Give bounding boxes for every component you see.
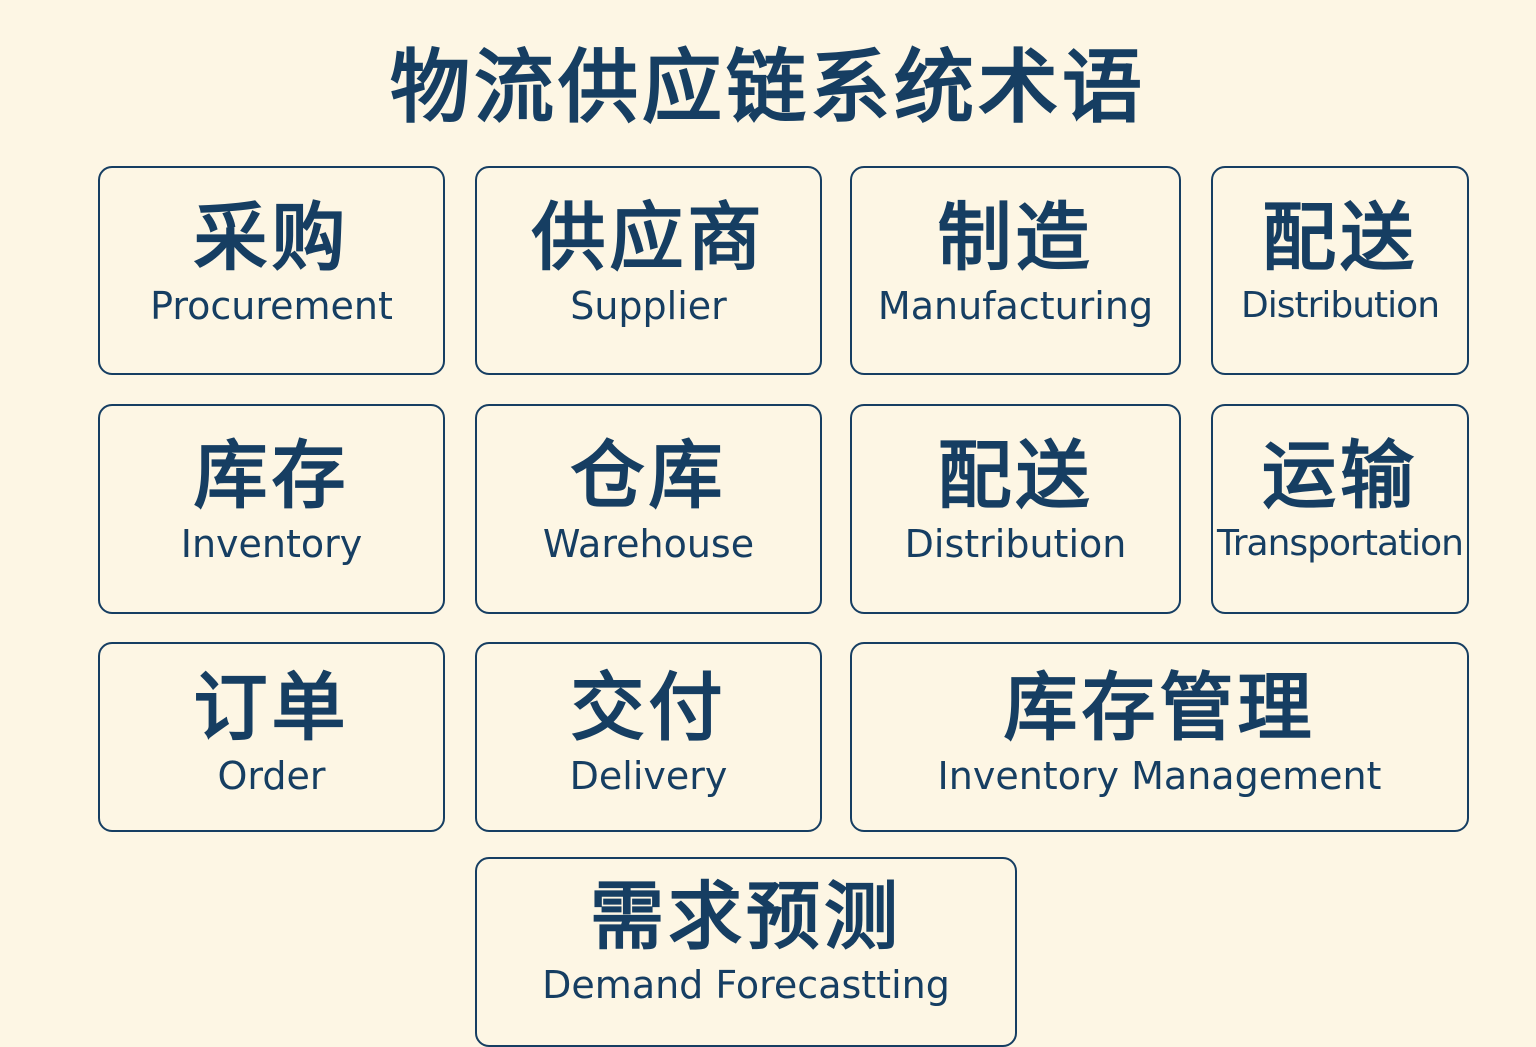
term-en: Warehouse	[542, 522, 755, 566]
term-zh: 仓库	[570, 433, 727, 519]
term-en: Inventory Management	[937, 754, 1382, 798]
term-en: Procurement	[150, 284, 393, 328]
term-zh: 配送	[937, 433, 1094, 519]
term-en: Distribution	[904, 522, 1127, 566]
term-en: Distribution	[1240, 285, 1440, 326]
term-zh: 运输	[1262, 433, 1418, 519]
term-zh: 交付	[570, 665, 727, 751]
term-zh: 库存	[193, 433, 350, 519]
page-title: 物流供应链系统术语	[390, 41, 1146, 134]
term-zh: 订单	[193, 665, 350, 751]
term-zh: 供应商	[531, 195, 766, 281]
term-zh: 制造	[937, 195, 1094, 281]
term-zh: 库存管理	[1003, 665, 1316, 751]
term-en: Supplier	[570, 284, 727, 328]
term-zh: 采购	[193, 195, 350, 281]
term-en: Manufacturing	[877, 284, 1154, 328]
term-en: Inventory	[180, 522, 363, 566]
term-en: Demand Forecastting	[542, 963, 950, 1007]
term-zh: 需求预测	[590, 874, 902, 960]
term-en: Delivery	[569, 754, 728, 798]
term-en: Transportation	[1217, 523, 1464, 564]
term-en: Order	[217, 754, 326, 798]
term-zh: 配送	[1262, 195, 1418, 281]
